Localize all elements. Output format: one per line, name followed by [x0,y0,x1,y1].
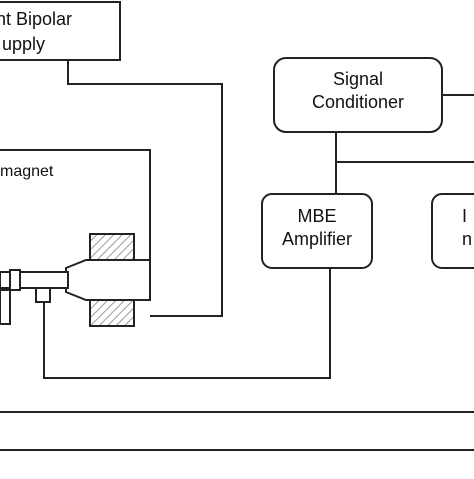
mbe-amplifier-block: MBE Amplifier [261,193,373,269]
specimen-body [65,259,151,301]
power-supply-block: nt Bipolar upply [0,1,121,61]
mbe-amplifier-label-line2: Amplifier [282,229,352,249]
power-supply-label-line2: upply [2,34,45,54]
right-block-partial: I n [431,193,474,269]
amplifier-to-sensor-wire [43,268,331,379]
power-supply-label-line1: nt Bipolar [0,9,72,29]
mbe-amplifier-label-line1: MBE [297,206,336,226]
signal-conditioner-block: Signal Conditioner [273,57,443,133]
sensor-element [35,287,51,303]
right-block-label-line1: I [462,206,467,226]
signal-conditioner-label-line2: Conditioner [312,92,404,112]
right-block-label-line2: n [462,229,472,249]
magnet-label: magnet [0,163,54,180]
conditioner-bus-wire [335,132,474,163]
pole-piece-top [89,233,135,261]
sensor-clip [9,269,21,291]
sensor-holder [0,289,11,325]
power-supply-wire [67,60,223,317]
pole-piece-bottom [89,299,135,327]
signal-conditioner-label-line1: Signal [333,69,383,89]
magnet-outline [0,149,151,262]
